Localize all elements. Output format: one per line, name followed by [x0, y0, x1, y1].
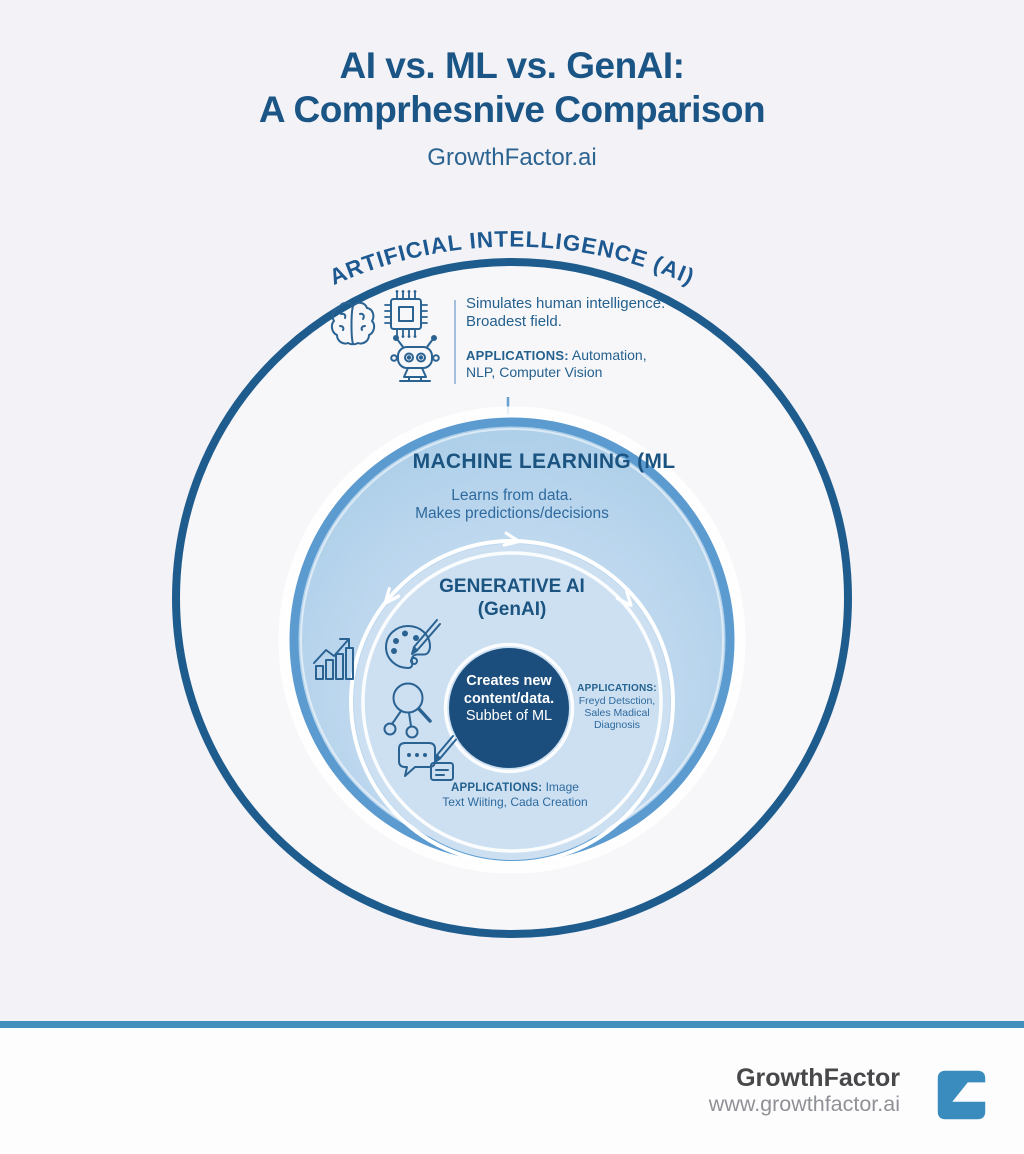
ring-arrow-top [502, 531, 521, 547]
brand-name: GrowthFactor [736, 1064, 900, 1092]
footer-divider [0, 1021, 1024, 1028]
ml-description: Learns from data. Makes predictions/deci… [352, 487, 672, 522]
header: AI vs. ML vs. GenAI: A Comprhesnive Comp… [0, 44, 1024, 172]
ml-description-line-1: Learns from data. [451, 487, 573, 504]
genai-applications-bottom-label: APPLICATIONS: [451, 782, 543, 794]
genai-applications-bottom-rest: Image [542, 780, 579, 794]
core-circle-text: Creates new content/data. Subbet of ML [444, 673, 574, 726]
ai-description-line-2: Broadest field. [466, 313, 562, 330]
chip-icon [384, 290, 428, 338]
footer-brand-block: GrowthFactor www.growthfactor.ai [709, 1064, 900, 1117]
robot-icon [390, 335, 440, 382]
core-line-2: content/data. [463, 690, 555, 707]
page-subtitle: GrowthFactor.ai [427, 144, 597, 171]
genai-applications-right-line-2: Sales Madical [584, 707, 650, 719]
magnifier-network-icon [383, 682, 432, 739]
ring-arrow-left [383, 587, 401, 605]
growthfactor-g-logo [937, 1070, 986, 1120]
ml-description-line-2: Makes predictions/decisions [415, 504, 609, 522]
palette-icon [385, 619, 441, 669]
genai-applications-right-label: APPLICATIONS: [577, 683, 657, 694]
ring-arrow-right [615, 589, 633, 607]
genai-title-line-2: (GenAI) [477, 598, 547, 620]
genai-applications-bottom-line-2: Text Wiiting, Cada Creation [442, 794, 588, 809]
footer: GrowthFactor www.growthfactor.ai [0, 1028, 1024, 1154]
ml-title: MACHINE LEARNING (ML [412, 450, 676, 473]
genai-applications-right: APPLICATIONS: Freyd Detsction, Sales Mad… [572, 683, 662, 731]
ai-applications-label: APPLICATIONS: [466, 348, 569, 363]
ai-description-panel: Simulates human intelligence. Broadest f… [466, 295, 696, 381]
genai-title: GENERATIVE AI (GenAI) [402, 576, 622, 621]
chat-pencil-icon [398, 735, 457, 781]
genai-applications-right-line-3: Diagnosis [593, 719, 641, 731]
genai-applications-bottom: APPLICATIONS: Image Text Wiiting, Cada C… [400, 780, 630, 809]
brand-website: www.growthfactor.ai [708, 1092, 900, 1116]
growth-chart-icon [313, 638, 354, 680]
page-title: AI vs. ML vs. GenAI: A Comprhesnive Comp… [0, 44, 1024, 132]
ai-applications-line-2: NLP, Computer Vision [466, 364, 603, 380]
core-circle [443, 642, 575, 774]
ai-applications-rest: Automation, [568, 347, 647, 363]
genai-title-line-1: GENERATIVE AI [439, 576, 585, 597]
core-line-1: Creates new [466, 673, 552, 689]
genai-applications-right-line-1: Freyd Detsction, [578, 695, 656, 707]
title-line-1: AI vs. ML vs. GenAI: [339, 45, 685, 86]
core-line-3: Subbet of ML [465, 708, 553, 724]
title-line-2: A Comprhesnive Comparison [258, 89, 766, 130]
venn-diagram: ARTIFICIAL INTELLIGENCE (AI) [172, 227, 852, 938]
brain-icon [330, 301, 376, 346]
ai-description-line-1: Simulates human intelligence. [466, 295, 666, 312]
ai-applications: APPLICATIONS: Automation, NLP, Computer … [466, 347, 696, 381]
